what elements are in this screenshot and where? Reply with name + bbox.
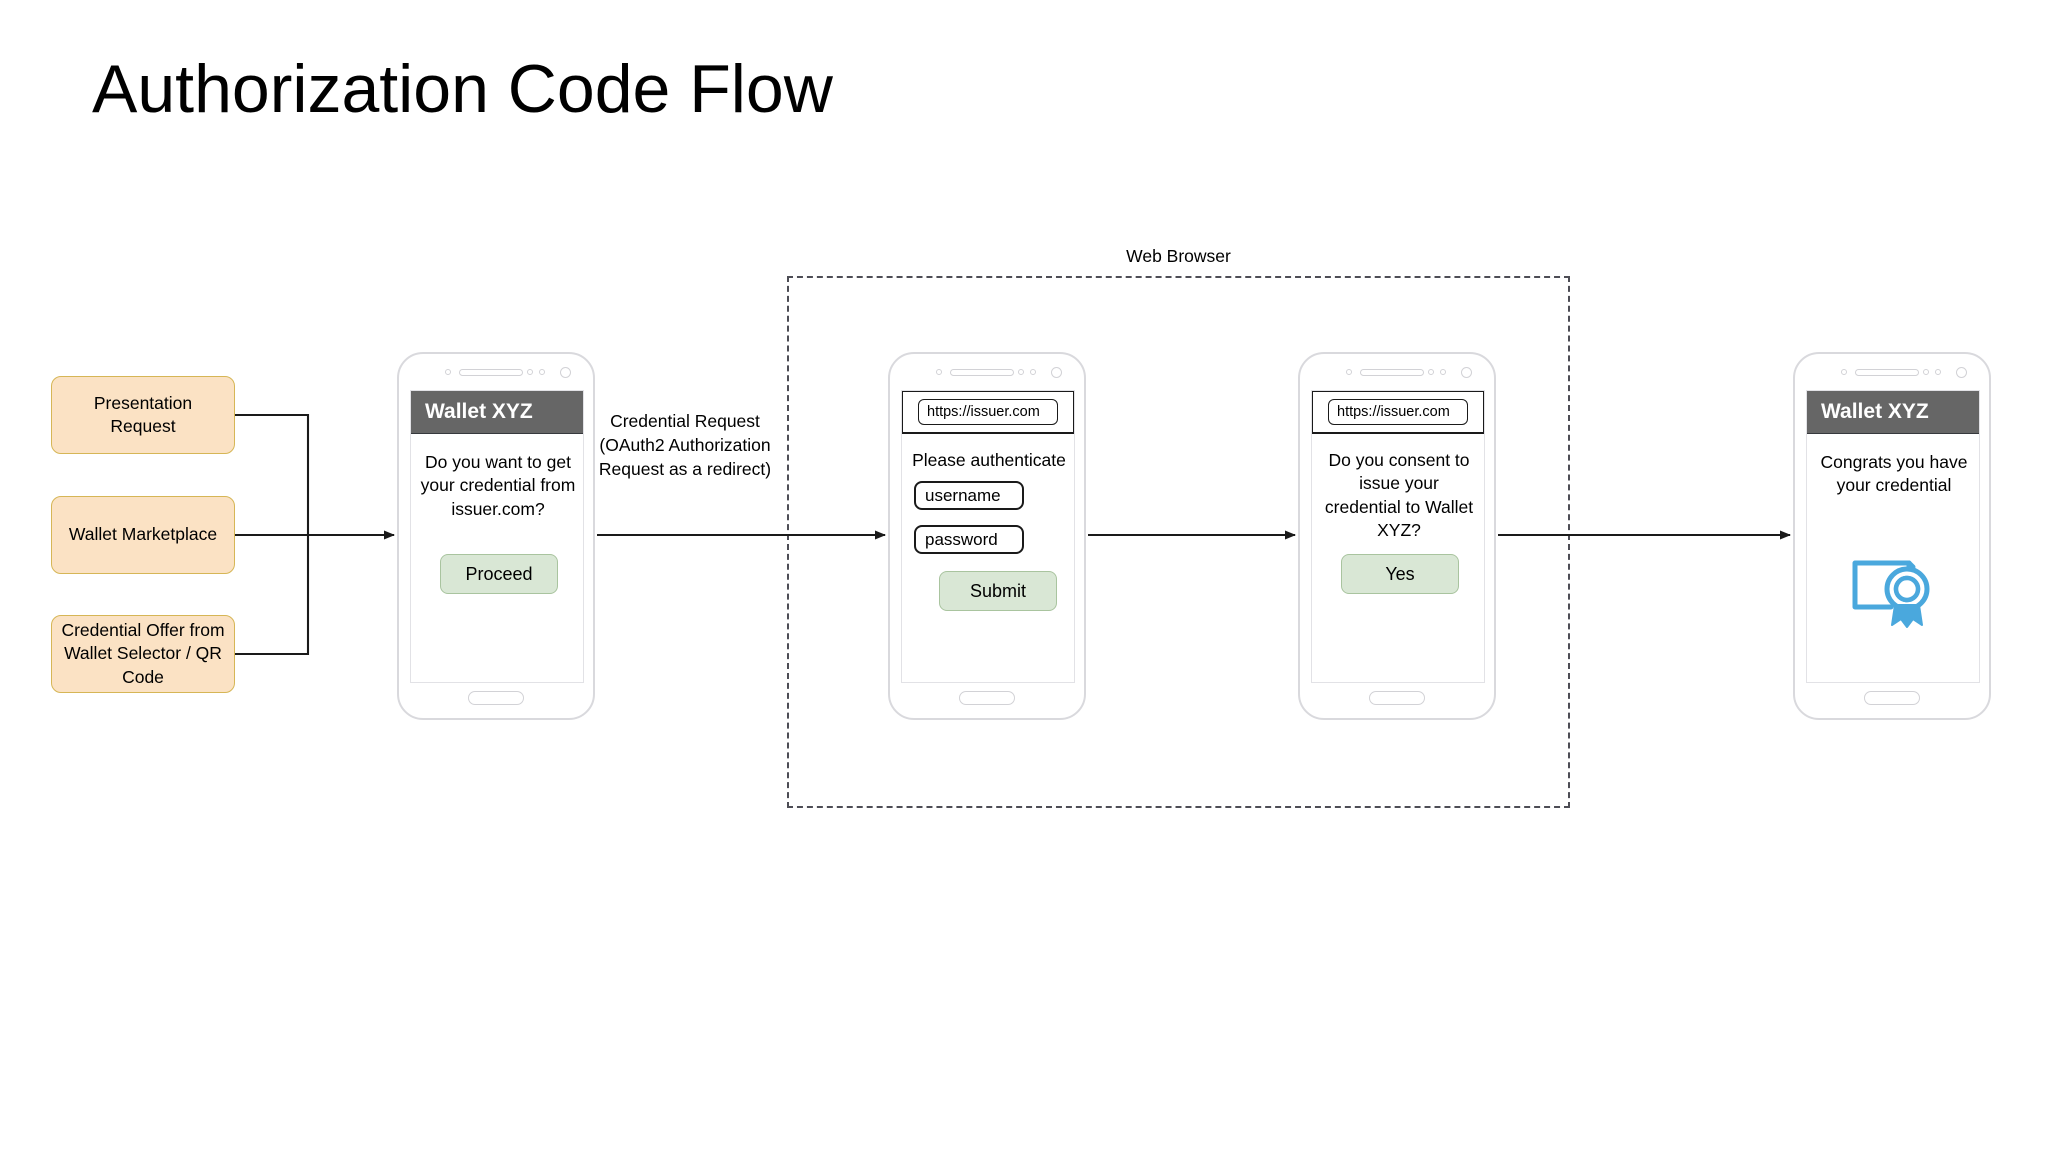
sensor-dot-icon [1923, 369, 1929, 375]
home-button[interactable] [1864, 691, 1920, 705]
source-box-wallet-marketplace[interactable]: Wallet Marketplace [51, 496, 235, 574]
screen-body-text: Please authenticate [912, 450, 1066, 470]
sensor-dot-icon [527, 369, 533, 375]
screen-body-text: Do you consent to issue your credential … [1324, 450, 1474, 541]
yes-button[interactable]: Yes [1341, 554, 1459, 594]
phone-issuer-authenticate: https://issuer.com Please authenticate u… [888, 352, 1086, 720]
home-button[interactable] [959, 691, 1015, 705]
sensor-dot-icon [445, 369, 451, 375]
sensor-dot-icon [1935, 369, 1941, 375]
source-box-credential-offer[interactable]: Credential Offer from Wallet Selector / … [51, 615, 235, 693]
browser-chrome: https://issuer.com [902, 391, 1074, 434]
url-bar[interactable]: https://issuer.com [1328, 399, 1468, 425]
phone-speaker-area [1300, 364, 1494, 384]
proceed-button[interactable]: Proceed [440, 554, 558, 594]
speaker-grille-icon [1360, 369, 1424, 376]
screen-body-text: Do you want to get your credential from … [420, 452, 576, 519]
submit-button[interactable]: Submit [939, 571, 1057, 611]
sensor-dot-icon [1018, 369, 1024, 375]
certificate-award-icon [1852, 560, 1930, 628]
phone-screen: https://issuer.com Please authenticate u… [901, 390, 1075, 683]
phone-screen: Wallet XYZ Do you want to get your crede… [410, 390, 584, 683]
speaker-grille-icon [1855, 369, 1919, 376]
screen-body-text: Congrats you have your credential [1820, 452, 1968, 496]
front-camera-icon [1956, 367, 1967, 378]
password-field[interactable]: password [914, 525, 1024, 554]
phone-speaker-area [890, 364, 1084, 384]
phone-speaker-area [399, 364, 593, 384]
source-box-presentation-request[interactable]: Presentation Request [51, 376, 235, 454]
sensor-dot-icon [1440, 369, 1446, 375]
front-camera-icon [1461, 367, 1472, 378]
home-button[interactable] [1369, 691, 1425, 705]
sensor-dot-icon [1841, 369, 1847, 375]
sensor-dot-icon [539, 369, 545, 375]
web-browser-region [787, 276, 1570, 808]
wallet-app-header: Wallet XYZ [1807, 391, 1979, 434]
phone-screen: Wallet XYZ Congrats you have your creden… [1806, 390, 1980, 683]
speaker-grille-icon [459, 369, 523, 376]
phone-speaker-area [1795, 364, 1989, 384]
phone-wallet-consent: Wallet XYZ Do you want to get your crede… [397, 352, 595, 720]
flow-label-credential-request: Credential Request (OAuth2 Authorization… [598, 411, 772, 480]
sensor-dot-icon [1428, 369, 1434, 375]
front-camera-icon [1051, 367, 1062, 378]
page-title: Authorization Code Flow [92, 51, 833, 127]
phone-screen: https://issuer.com Do you consent to iss… [1311, 390, 1485, 683]
phone-wallet-success: Wallet XYZ Congrats you have your creden… [1793, 352, 1991, 720]
speaker-grille-icon [950, 369, 1014, 376]
sensor-dot-icon [1346, 369, 1352, 375]
home-button[interactable] [468, 691, 524, 705]
web-browser-label: Web Browser [1126, 246, 1231, 266]
username-field[interactable]: username [914, 481, 1024, 510]
front-camera-icon [560, 367, 571, 378]
browser-chrome: https://issuer.com [1312, 391, 1484, 434]
url-bar[interactable]: https://issuer.com [918, 399, 1058, 425]
sensor-dot-icon [936, 369, 942, 375]
phone-issuer-consent: https://issuer.com Do you consent to iss… [1298, 352, 1496, 720]
sensor-dot-icon [1030, 369, 1036, 375]
wallet-app-header: Wallet XYZ [411, 391, 583, 434]
